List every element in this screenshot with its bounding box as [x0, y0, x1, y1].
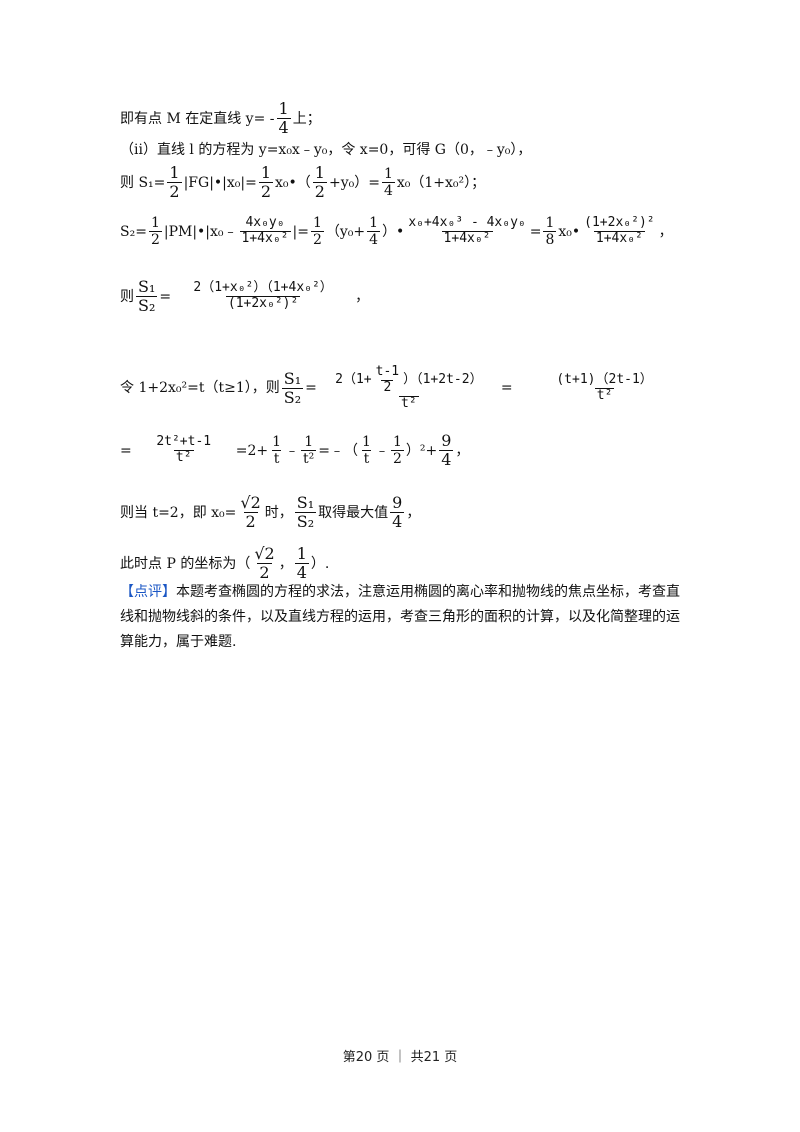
- fraction: (t+1)（2t-1）t²: [556, 371, 653, 403]
- comment-paragraph: 【点评】本题考查椭圆的方程的求法，注意运用椭圆的离心率和抛物线的焦点坐标，考查直…: [120, 580, 680, 655]
- text: 上；: [292, 110, 321, 127]
- text: （ii）直线 l 的方程为 y=x₀x﹣y₀，令 x=0，可得 G（0，﹣y₀）…: [120, 142, 532, 158]
- solution-line-1: 即有点 M 在定直线 y= - 1 4 上；: [120, 99, 321, 138]
- page-footer: 第20 页 ｜ 共21 页: [342, 1050, 458, 1065]
- comment-label: 【点评】: [120, 584, 176, 600]
- fraction: 2（1+x₀²）（1+4x₀²）(1+2x₀²)²: [193, 280, 333, 312]
- text: 即有点 M 在定直线 y= -: [120, 110, 275, 127]
- comment-text: 本题考查椭圆的方程的求法，注意运用椭圆的离心率和抛物线的焦点坐标，考查直线和抛物…: [120, 584, 680, 650]
- fraction: 1 4: [276, 99, 291, 138]
- solution-line-2: （ii）直线 l 的方程为 y=x₀x﹣y₀，令 x=0，可得 G（0，﹣y₀）…: [120, 140, 531, 160]
